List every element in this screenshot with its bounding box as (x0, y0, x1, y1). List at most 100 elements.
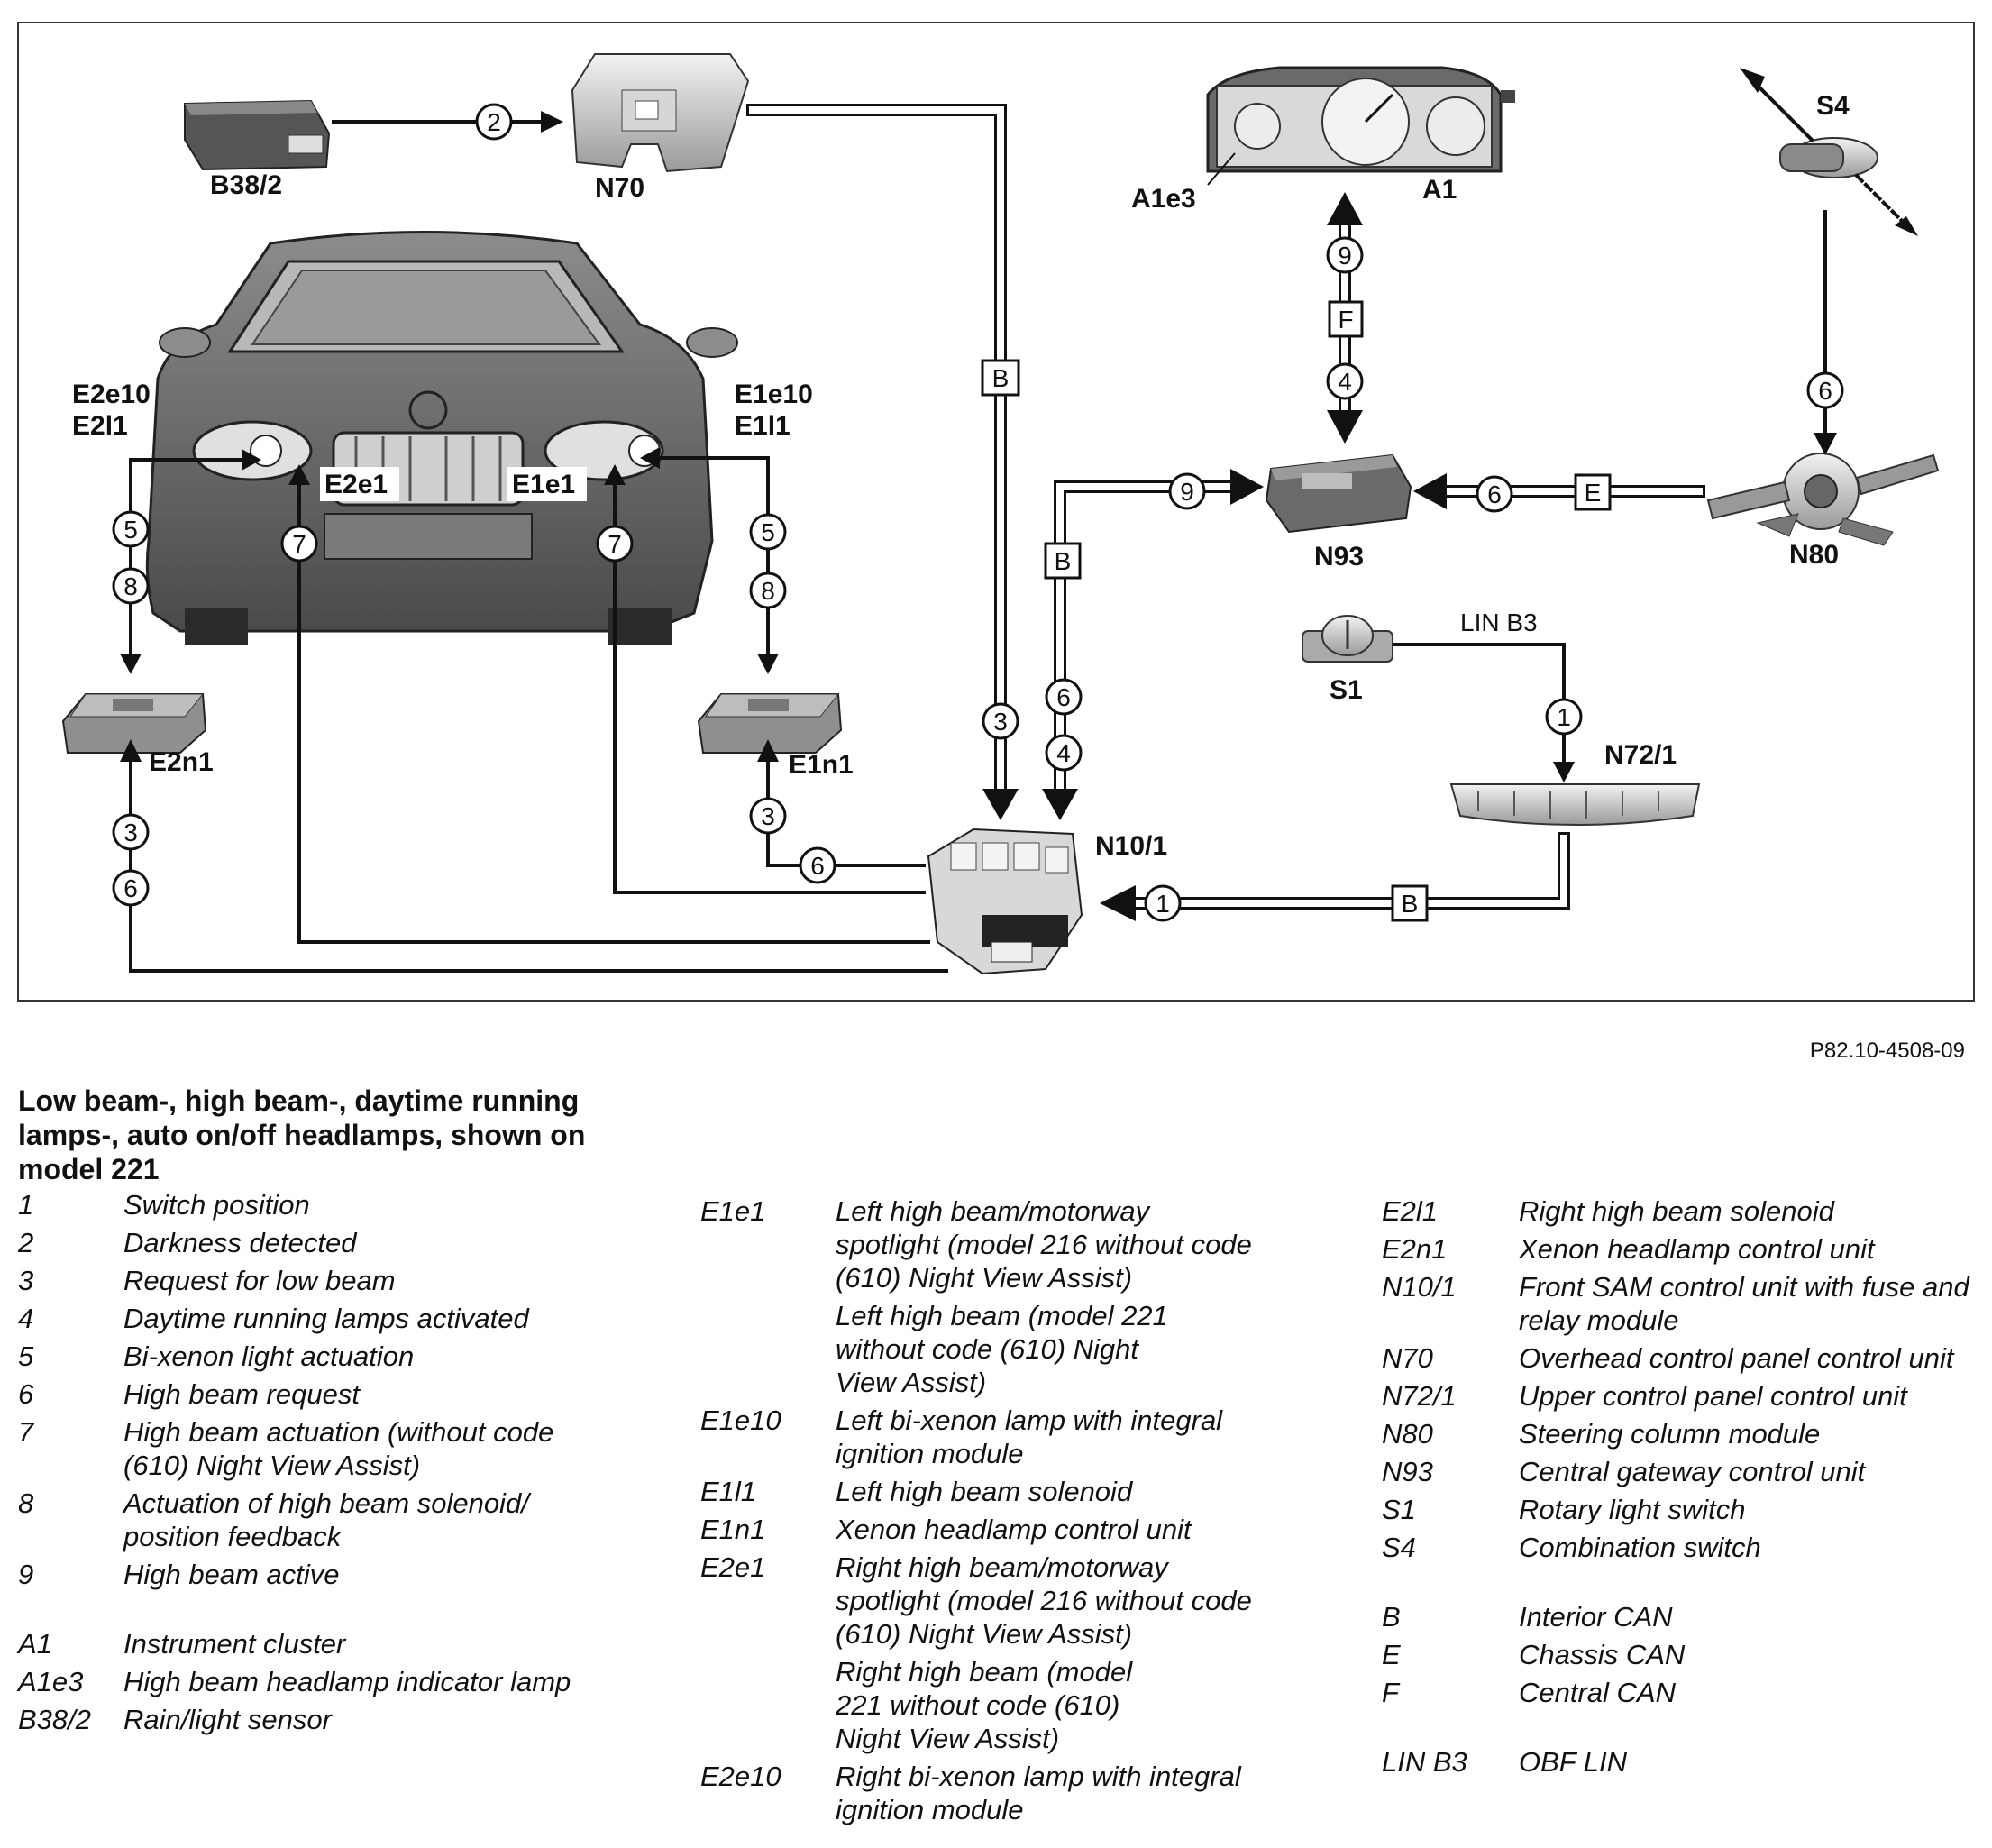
legend-key: E1e10 (700, 1404, 781, 1436)
svg-text:9: 9 (1338, 242, 1352, 270)
legend-text: Right high beam/motorway spotlight (mode… (836, 1551, 1252, 1650)
label-e2e1-bg (320, 467, 399, 501)
legend-key: A1 (18, 1628, 52, 1660)
legend-key: E1e1 (700, 1195, 766, 1227)
legend-text: Darkness detected (123, 1227, 357, 1258)
signal-5-marker-right: 5 (112, 510, 150, 548)
legend-item: LIN B3 OBF LIN (1382, 1745, 1977, 1779)
legend-key: B38/2 (18, 1704, 92, 1735)
label-e1l1: E1l1 (735, 411, 790, 441)
svg-text:3: 3 (993, 708, 1008, 736)
label-e1n1: E1n1 (789, 750, 854, 780)
legend-text: Request for low beam (123, 1265, 396, 1296)
label-n10-1: N10/1 (1095, 831, 1167, 861)
signal-4-marker-top: 4 (1326, 362, 1364, 400)
legend-key: E1n1 (700, 1514, 766, 1545)
legend-key: A1e3 (18, 1666, 84, 1697)
label-n80: N80 (1789, 540, 1839, 570)
legend-key: N10/1 (1382, 1271, 1457, 1303)
svg-text:2: 2 (487, 108, 501, 136)
label-b38-2: B38/2 (210, 170, 282, 200)
legend-text: Daytime running lamps activated (123, 1303, 529, 1334)
bus-f-box: F (1328, 300, 1364, 338)
label-n93: N93 (1314, 542, 1364, 572)
diagram-frame (17, 22, 1975, 1002)
legend-title: Low beam-, high beam-, daytime running l… (18, 1084, 586, 1185)
label-a1: A1 (1422, 175, 1457, 205)
legend-text: Left high beam/motorway spotlight (model… (836, 1195, 1252, 1294)
legend-key: LIN B3 (1382, 1746, 1467, 1778)
legend-key: N80 (1382, 1418, 1433, 1450)
bus-b-box-n93: B (1044, 542, 1082, 580)
legend-key: E2l1 (1382, 1195, 1439, 1227)
svg-text:9: 9 (1180, 478, 1194, 506)
signal-7-marker-left: 7 (596, 525, 634, 563)
signal-9-marker-mid: 9 (1168, 472, 1206, 510)
svg-text:6: 6 (1056, 683, 1071, 711)
signal-6-marker-s4: 6 (1806, 371, 1844, 409)
legend-text: Central CAN (1519, 1677, 1676, 1708)
legend-item: N10/1 Front SAM control unit with fuse an… (1382, 1270, 1977, 1337)
signal-9-marker-top: 9 (1326, 236, 1364, 274)
legend-text: Front SAM control unit with fuse and rel… (1519, 1271, 1969, 1336)
combination-switch-icon (1779, 137, 1878, 178)
label-e2e10: E2e10 (72, 380, 151, 409)
svg-text:B: B (1055, 547, 1072, 575)
legend-text: Rain/light sensor (123, 1704, 332, 1735)
legend-text: High beam actuation (without code (610) … (123, 1416, 554, 1481)
a1e3-leader-line (1207, 152, 1236, 186)
legend-item: B Interior CAN (1382, 1600, 1977, 1633)
legend-text: Overhead control panel control unit (1519, 1342, 1954, 1374)
label-s4: S4 (1816, 91, 1850, 121)
label-e2l1: E2l1 (72, 411, 128, 441)
legend-key: 9 (18, 1559, 34, 1590)
signal-3-marker-e2n1: 3 (112, 813, 150, 851)
svg-text:6: 6 (123, 874, 138, 902)
label-a1e3: A1e3 (1131, 184, 1196, 214)
signal-8-marker-right: 8 (112, 567, 150, 605)
legend-item: E2e1 Right high beam/motorway spotlight (… (700, 1551, 1313, 1651)
legend-text: High beam request (123, 1378, 360, 1410)
legend-key: 1 (18, 1189, 34, 1221)
svg-text:6: 6 (1818, 377, 1832, 405)
legend-key: F (1382, 1677, 1399, 1708)
legend-item: B38/2 Rain/light sensor (18, 1703, 649, 1736)
vehicle-illustration (145, 231, 738, 645)
legend-text: High beam headlamp indicator lamp (123, 1666, 571, 1697)
label-e1e1-bg (507, 467, 587, 501)
legend-text: Right high beam (model 221 without code … (836, 1656, 1133, 1754)
signal-3-marker-n70: 3 (982, 702, 1019, 740)
bus-e-box: E (1574, 473, 1612, 511)
legend-item: Left high beam (model 221 without code (… (700, 1299, 1313, 1399)
bus-b-box-n72: B (1391, 884, 1429, 922)
label-e1e10: E1e10 (735, 380, 813, 409)
legend-key: E2e10 (700, 1761, 781, 1792)
legend-text: Interior CAN (1519, 1601, 1673, 1633)
legend-text: OBF LIN (1519, 1746, 1628, 1778)
signal-7-marker-right: 7 (280, 525, 318, 563)
instrument-cluster-icon (1206, 66, 1515, 173)
svg-text:3: 3 (761, 802, 775, 830)
legend-key: B (1382, 1601, 1401, 1633)
svg-text:5: 5 (761, 518, 775, 546)
signal-2-marker: 2 (475, 103, 513, 141)
legend-key: 3 (18, 1265, 34, 1296)
legend-text: Bi-xenon light actuation (123, 1340, 415, 1372)
legend-key: E2e1 (700, 1551, 766, 1583)
legend-text: Upper control panel control unit (1519, 1380, 1907, 1412)
legend-text: Instrument cluster (123, 1628, 346, 1660)
legend-key: 7 (18, 1416, 34, 1448)
legend-text: Combination switch (1519, 1532, 1761, 1563)
steering-column-module-icon (1706, 453, 1940, 546)
